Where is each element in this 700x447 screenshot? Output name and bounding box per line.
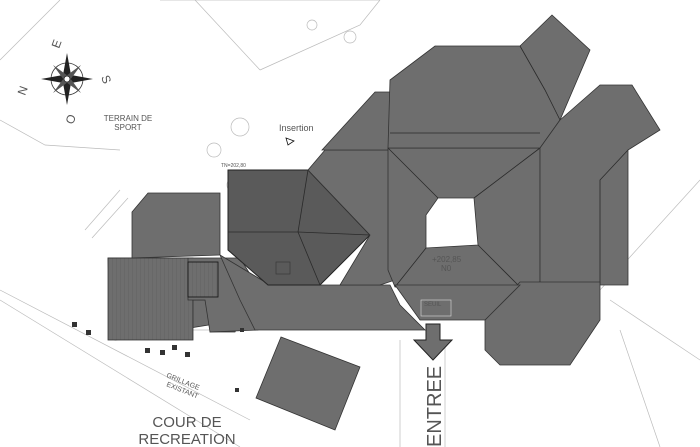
roof-west-block (107, 257, 194, 341)
roof-north-diagonal (321, 91, 393, 151)
compass-east-letter: E (49, 38, 65, 50)
roof-northwest-block (131, 192, 221, 259)
roof-entrance-wing (394, 284, 521, 321)
fence-markers (72, 322, 244, 392)
building-roofs (107, 14, 661, 431)
compass-south-letter: S (98, 73, 114, 85)
triangle-marker-icon (285, 137, 295, 146)
level-center-label: +202,85 (432, 255, 462, 264)
terrain-label-line2: SPORT (114, 123, 142, 132)
compass-rose-icon: E S N O (15, 38, 114, 126)
compass-west-letter: O (63, 112, 79, 126)
arrow-down-icon (412, 323, 454, 361)
level-top-label: TN=202,80 (221, 163, 246, 169)
courtyard-opening (425, 197, 479, 249)
cour-label-line1: COUR DE (152, 414, 221, 431)
compass-north-letter: N (15, 84, 31, 97)
roof-small-square (187, 261, 219, 298)
roof-north-main (387, 14, 591, 149)
entree-label: ENTREE (424, 366, 446, 447)
insertion-label: Insertion (279, 123, 314, 133)
cour-label-line2: RECREATION (138, 431, 235, 447)
seuil-label: SEUIL (424, 302, 442, 308)
roof-detached-building (255, 336, 361, 431)
level-center-n0: N0 (441, 264, 452, 273)
terrain-label-line1: TERRAIN DE (104, 114, 152, 123)
roof-southeast-block (484, 281, 601, 366)
